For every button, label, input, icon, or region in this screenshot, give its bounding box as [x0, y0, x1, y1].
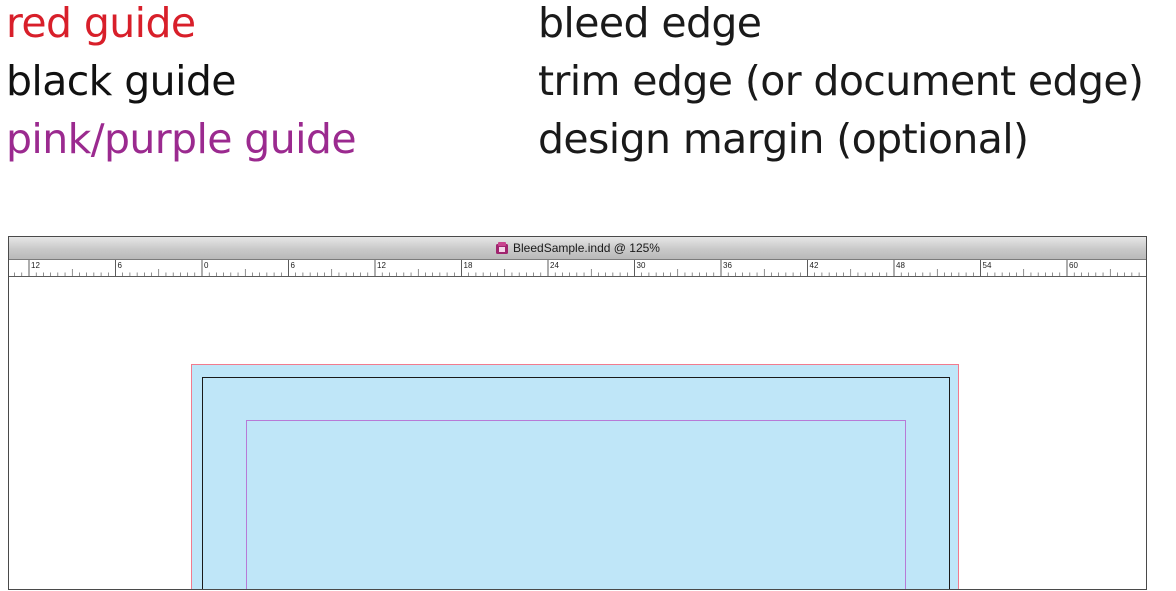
ruler-label: 6: [291, 261, 296, 270]
ruler-label: 12: [377, 261, 386, 270]
ruler-label: 12: [31, 261, 40, 270]
pasteboard[interactable]: [9, 277, 1146, 589]
ruler-label: 6: [118, 261, 123, 270]
legend-black-guide: black guide: [6, 57, 237, 105]
ruler-label: 18: [464, 261, 473, 270]
indesign-document-icon: [496, 242, 509, 254]
window-title: BleedSample.indd @ 125%: [513, 241, 660, 255]
legend-bleed-edge: bleed edge: [538, 0, 762, 47]
margin-guide: [246, 420, 906, 589]
ruler-label: 54: [983, 261, 992, 270]
ruler-label: 30: [637, 261, 646, 270]
legend-red-guide: red guide: [6, 0, 196, 47]
bleed-guide: [191, 364, 959, 589]
trim-guide: [202, 377, 950, 589]
legend-trim-edge: trim edge (or document edge): [538, 57, 1144, 105]
ruler-label: 42: [810, 261, 819, 270]
ruler-label: 24: [550, 261, 559, 270]
ruler-label: 0: [204, 261, 209, 270]
ruler-label: 36: [723, 261, 732, 270]
ruler-label: 48: [896, 261, 905, 270]
ruler-ticks: [14, 260, 1140, 276]
window-titlebar[interactable]: BleedSample.indd @ 125%: [9, 237, 1146, 260]
legend-design-margin: design margin (optional): [538, 115, 1029, 163]
ruler-label: 60: [1069, 261, 1078, 270]
legend-pink-purple-guide: pink/purple guide: [6, 115, 357, 163]
